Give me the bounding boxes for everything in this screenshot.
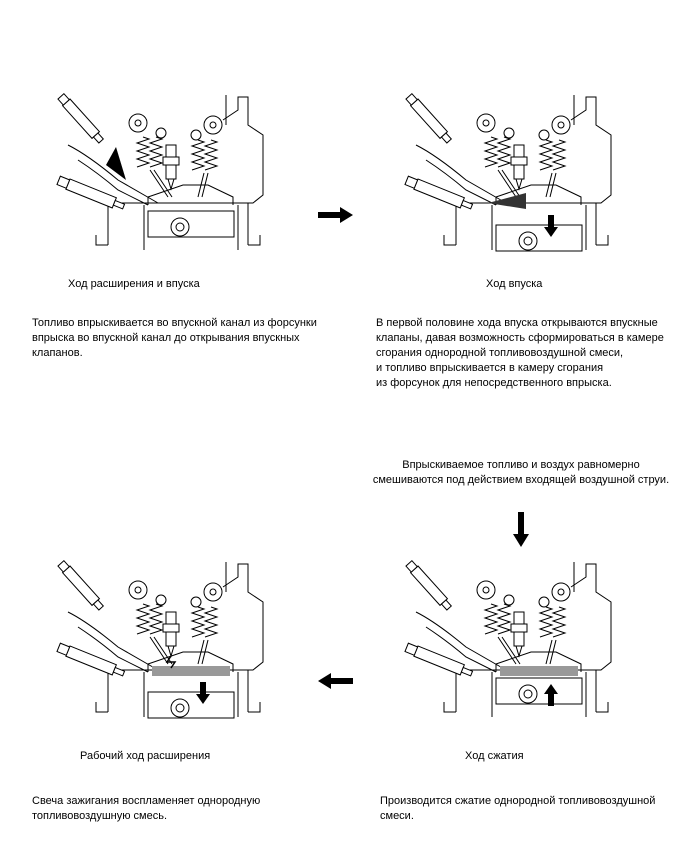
stage-description-intake: В первой половине хода впуска открываютс… bbox=[376, 316, 664, 391]
stage-label-exhaust-intake: Ход расширения и впуска bbox=[68, 278, 200, 290]
description-line: клапанов. bbox=[32, 347, 83, 359]
stage-description-exhaust-intake: Топливо впрыскивается во впускной канал … bbox=[32, 316, 317, 361]
engine-diagram-intake bbox=[396, 85, 626, 255]
note-line: смешиваются под действием входящей возду… bbox=[372, 474, 670, 486]
engine-diagram-compression bbox=[396, 552, 626, 722]
stage-description-compression: Производится сжатие однородной топливово… bbox=[380, 794, 655, 824]
flow-arrow-right-icon bbox=[318, 207, 353, 223]
flow-arrow-left-icon bbox=[318, 673, 353, 689]
stage-description-combustion: Свеча зажигания воспламеняет однородную … bbox=[32, 794, 260, 824]
mixing-note: Впрыскиваемое топливо и воздух равномерн… bbox=[364, 458, 678, 488]
description-line: сгорания однородной топливовоздушной сме… bbox=[376, 347, 624, 359]
description-line: и топливо впрыскивается в камеру сгорани… bbox=[376, 362, 604, 374]
stage-label-compression: Ход сжатия bbox=[465, 750, 524, 762]
description-line: В первой половине хода впуска открываютс… bbox=[376, 317, 658, 329]
engine-diagram-exhaust-intake bbox=[48, 85, 278, 255]
description-line: Свеча зажигания воспламеняет однородную bbox=[32, 795, 261, 807]
engine-diagram-combustion bbox=[48, 552, 278, 722]
description-line: смеси. bbox=[380, 810, 414, 822]
note-line: Впрыскиваемое топливо и воздух равномерн… bbox=[402, 459, 640, 471]
description-line: из форсунок для непосредственного впрыск… bbox=[376, 377, 612, 389]
description-line: Производится сжатие однородной топливово… bbox=[380, 795, 656, 807]
description-line: клапаны, давая возможность сформироватьс… bbox=[376, 332, 664, 344]
stage-label-combustion: Рабочий ход расширения bbox=[80, 750, 211, 762]
description-line: топливовоздушную смесь. bbox=[32, 810, 167, 822]
description-line: Топливо впрыскивается во впускной канал … bbox=[32, 317, 317, 329]
stage-label-intake: Ход впуска bbox=[486, 278, 543, 290]
flow-arrow-down-icon bbox=[513, 512, 529, 547]
description-line: впрыска во впускной канал до открывания … bbox=[32, 332, 300, 344]
